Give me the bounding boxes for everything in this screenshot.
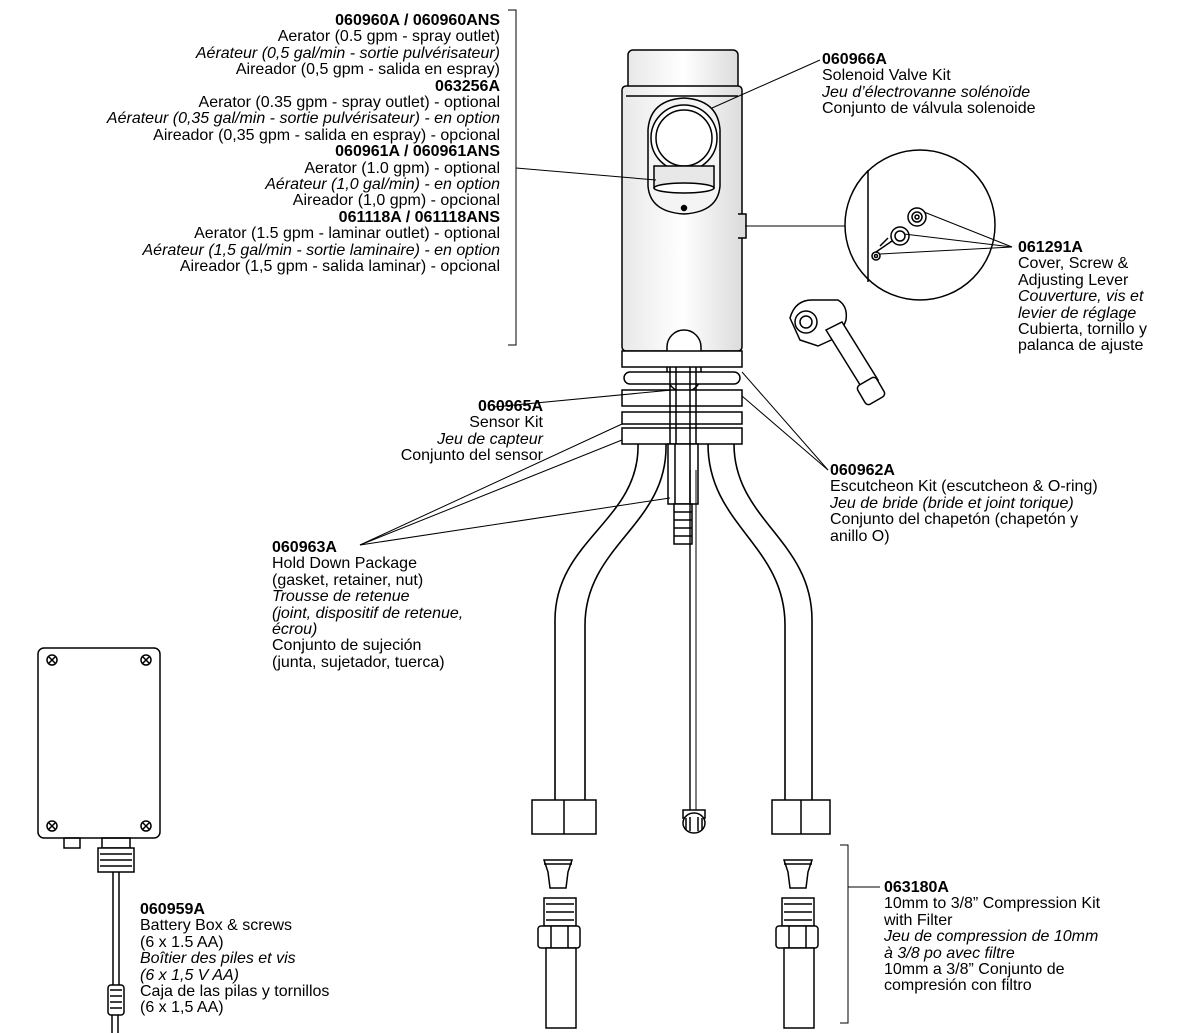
supply-hoses bbox=[554, 443, 813, 810]
desc-es: Conjunto de válvula solenoide bbox=[822, 100, 1036, 118]
cover-screw-detail bbox=[844, 149, 996, 301]
desc-en: Aerator (0.5 gpm - spray outlet) bbox=[277, 28, 500, 46]
desc-es: compresión con filtro bbox=[884, 977, 1032, 995]
desc-en: Adjusting Lever bbox=[1018, 271, 1129, 289]
part-number: 061118A / 061118ANS bbox=[338, 208, 500, 226]
desc-es: Conjunto del chapetón (chapetón y bbox=[830, 511, 1079, 529]
desc-es: Aireador (1,0 gpm) - opcional bbox=[292, 192, 500, 210]
desc-es: palanca de ajuste bbox=[1018, 337, 1144, 355]
sensor-kit-label: 060965A Sensor Kit Jeu de capteur Conjun… bbox=[400, 398, 543, 465]
hose-nuts bbox=[531, 799, 831, 835]
desc-fr: Aérateur (0,35 gal/min - sortie pulvéris… bbox=[106, 110, 500, 128]
desc-fr: Jeu de compression de 10mm bbox=[884, 928, 1099, 946]
desc-en: (6 x 1.5 AA) bbox=[140, 933, 224, 951]
desc-fr: à 3/8 po avec filtre bbox=[884, 944, 1015, 962]
desc-fr: Aérateur (0,5 gal/min - sortie pulvérisa… bbox=[195, 44, 500, 62]
escutcheon-kit-label: 060962A Escutcheon Kit (escutcheon & O-r… bbox=[830, 462, 1098, 545]
battery-box bbox=[37, 647, 161, 1033]
compression-kit-label: 063180A 10mm to 3/8” Compression Kit wit… bbox=[884, 879, 1101, 995]
part-number: 060963A bbox=[272, 539, 337, 556]
desc-es: Aireador (0,5 gpm - salida en espray) bbox=[235, 61, 500, 79]
desc-es: Conjunto de sujeción bbox=[272, 637, 422, 655]
part-number: 060960A / 060960ANS bbox=[335, 12, 500, 29]
battery-box-label: 060959A Battery Box & screws (6 x 1.5 AA… bbox=[140, 901, 330, 1017]
part-number: 060965A bbox=[478, 398, 543, 415]
desc-fr: Aérateur (1,5 gal/min - sortie laminaire… bbox=[142, 241, 501, 259]
desc-es: (junta, sujetador, tuerca) bbox=[272, 653, 445, 671]
desc-es: Cubierta, tornillo y bbox=[1018, 321, 1147, 339]
desc-en: Sensor Kit bbox=[469, 414, 543, 432]
desc-fr: Couverture, vis et bbox=[1018, 288, 1144, 306]
aerator-options-label: 060960A / 060960ANS Aerator (0.5 gpm - s… bbox=[106, 12, 501, 276]
desc-fr: Boîtier des piles et vis bbox=[140, 950, 296, 968]
desc-en: Aerator (1.0 gpm) - optional bbox=[304, 159, 500, 177]
desc-es: Caja de las pilas y tornillos bbox=[140, 983, 330, 1001]
compression-fittings bbox=[537, 859, 819, 1029]
hold-down-label: 060963A Hold Down Package (gasket, retai… bbox=[272, 539, 464, 671]
desc-fr: Jeu de capteur bbox=[437, 430, 543, 448]
part-number: 060959A bbox=[140, 901, 205, 918]
part-number: 060962A bbox=[830, 462, 895, 479]
part-number: 063256A bbox=[435, 77, 500, 95]
escutcheon-stack bbox=[621, 350, 743, 470]
desc-es: Aireador (1,5 gpm - salida laminar) - op… bbox=[179, 258, 500, 276]
leader-lines bbox=[359, 9, 1013, 1024]
desc-es: Conjunto del sensor bbox=[400, 447, 543, 465]
desc-fr: (6 x 1,5 V AA) bbox=[140, 966, 239, 984]
desc-en: Aerator (1.5 gpm - laminar outlet) - opt… bbox=[194, 225, 500, 243]
desc-en: Cover, Screw & bbox=[1018, 255, 1129, 273]
desc-en: Solenoid Valve Kit bbox=[822, 67, 951, 85]
faucet-body bbox=[621, 49, 747, 393]
desc-fr: Trousse de retenue bbox=[272, 588, 410, 606]
part-number: 060966A bbox=[822, 51, 887, 68]
desc-en: Battery Box & screws bbox=[140, 917, 293, 935]
desc-fr: levier de réglage bbox=[1018, 304, 1137, 322]
desc-es: anillo O) bbox=[830, 527, 890, 545]
desc-fr: Jeu d’électrovanne solénoïde bbox=[822, 83, 1031, 101]
solenoid-valve-label: 060966A Solenoid Valve Kit Jeu d’électro… bbox=[822, 51, 1036, 118]
desc-en: 10mm to 3/8” Compression Kit bbox=[884, 895, 1101, 913]
desc-en: (gasket, retainer, nut) bbox=[272, 571, 424, 589]
desc-en: Hold Down Package bbox=[272, 555, 417, 573]
desc-es: (6 x 1,5 AA) bbox=[140, 999, 224, 1017]
desc-fr: Jeu de bride (bride et joint torique) bbox=[830, 494, 1074, 512]
adjusting-lever bbox=[789, 299, 886, 406]
desc-en: Aerator (0.35 gpm - spray outlet) - opti… bbox=[198, 94, 500, 112]
part-number: 060961A / 060961ANS bbox=[335, 143, 500, 161]
cover-screw-label: 061291A Cover, Screw & Adjusting Lever C… bbox=[1018, 239, 1147, 355]
part-number: 061291A bbox=[1018, 239, 1083, 256]
desc-fr: (joint, dispositif de retenue, bbox=[272, 604, 464, 622]
desc-es: 10mm a 3/8” Conjunto de bbox=[884, 961, 1065, 979]
desc-en: Escutcheon Kit (escutcheon & O-ring) bbox=[830, 478, 1098, 496]
part-number: 063180A bbox=[884, 879, 949, 896]
hold-down-nut bbox=[667, 443, 699, 545]
desc-fr: Aérateur (1,0 gal/min) - en option bbox=[265, 176, 500, 194]
desc-es: Aireador (0,35 gpm - salida en espray) -… bbox=[153, 126, 500, 144]
desc-fr: écrou) bbox=[272, 621, 318, 639]
desc-en: with Filter bbox=[884, 911, 953, 929]
